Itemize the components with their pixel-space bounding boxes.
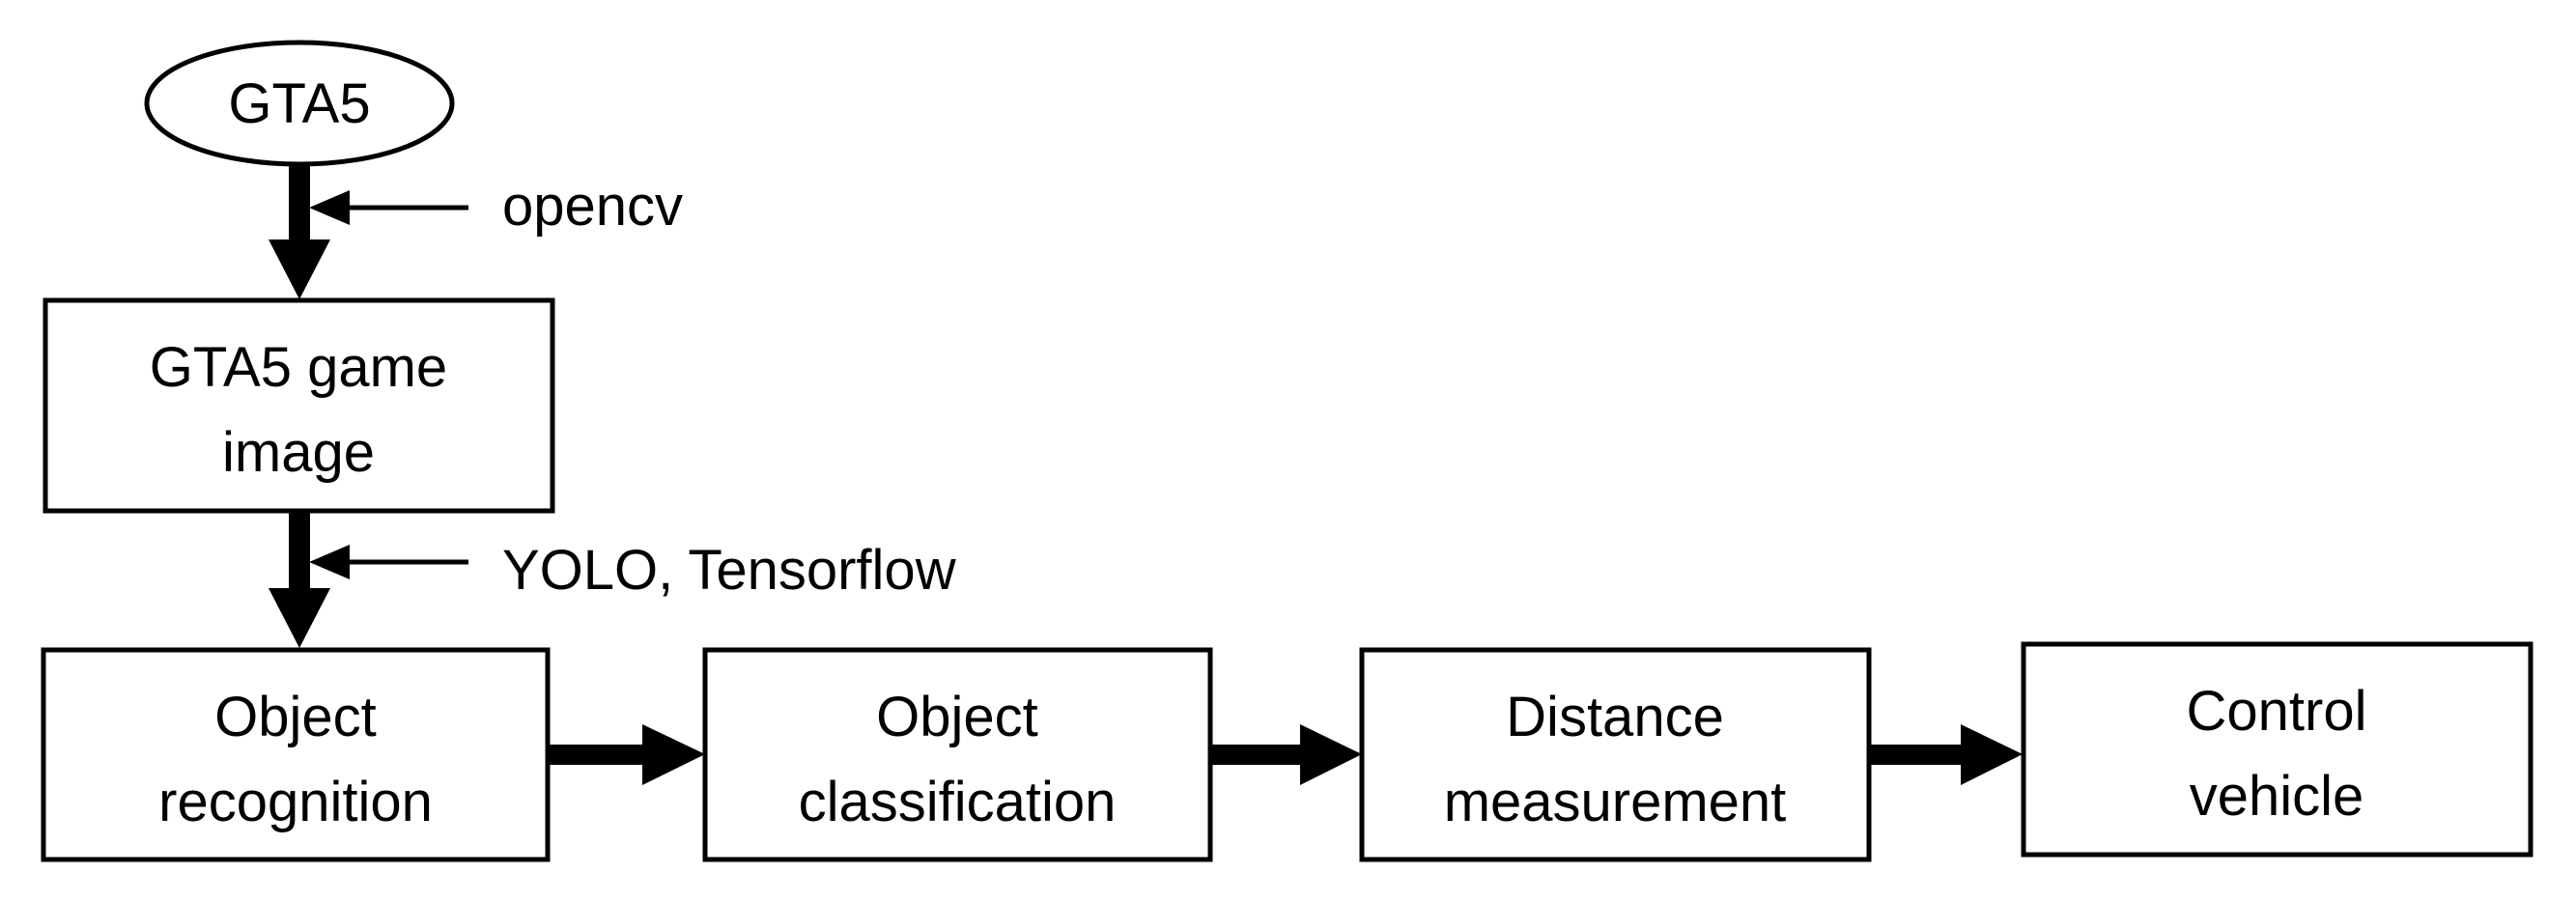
object-recognition-box	[41, 647, 551, 862]
control-vehicle-box	[2021, 641, 2534, 858]
opencv-label: opencv	[502, 175, 683, 238]
game-image-box	[42, 297, 555, 514]
flow-arrow-shaft-3	[548, 745, 649, 765]
control-vehicle-label-line2: vehicle	[2190, 765, 2364, 828]
control-vehicle-label-line1: Control	[2187, 680, 2367, 743]
game-image-label-line1: GTA5 game	[150, 336, 447, 399]
object-classification-label-line1: Object	[876, 686, 1038, 748]
flow-arrow-head-1	[269, 239, 330, 299]
yolo-pointer-head	[309, 545, 350, 579]
flow-arrow-head-5	[1961, 724, 2023, 785]
game-image-label-line2: image	[222, 421, 375, 484]
flow-arrow-shaft-1	[289, 164, 310, 239]
object-recognition-label-line2: recognition	[158, 771, 433, 833]
distance-measurement-box	[1359, 647, 1872, 862]
flow-arrow-head-3	[642, 724, 705, 785]
yolo-label: YOLO, Tensorflow	[502, 539, 957, 602]
object-classification-label-line2: classification	[799, 771, 1117, 833]
object-classification-box	[702, 647, 1213, 862]
distance-measurement-label-line2: measurement	[1444, 771, 1787, 833]
flow-arrow-shaft-5	[1869, 745, 1966, 765]
source-label: GTA5	[228, 72, 370, 135]
object-recognition-label-line1: Object	[214, 686, 377, 748]
flow-arrow-head-4	[1300, 724, 1362, 785]
opencv-pointer-head	[309, 190, 350, 225]
flow-arrow-head-2	[269, 588, 330, 648]
flow-arrow-shaft-4	[1210, 745, 1307, 765]
flow-arrow-shaft-2	[289, 511, 310, 588]
distance-measurement-label-line1: Distance	[1506, 686, 1724, 748]
